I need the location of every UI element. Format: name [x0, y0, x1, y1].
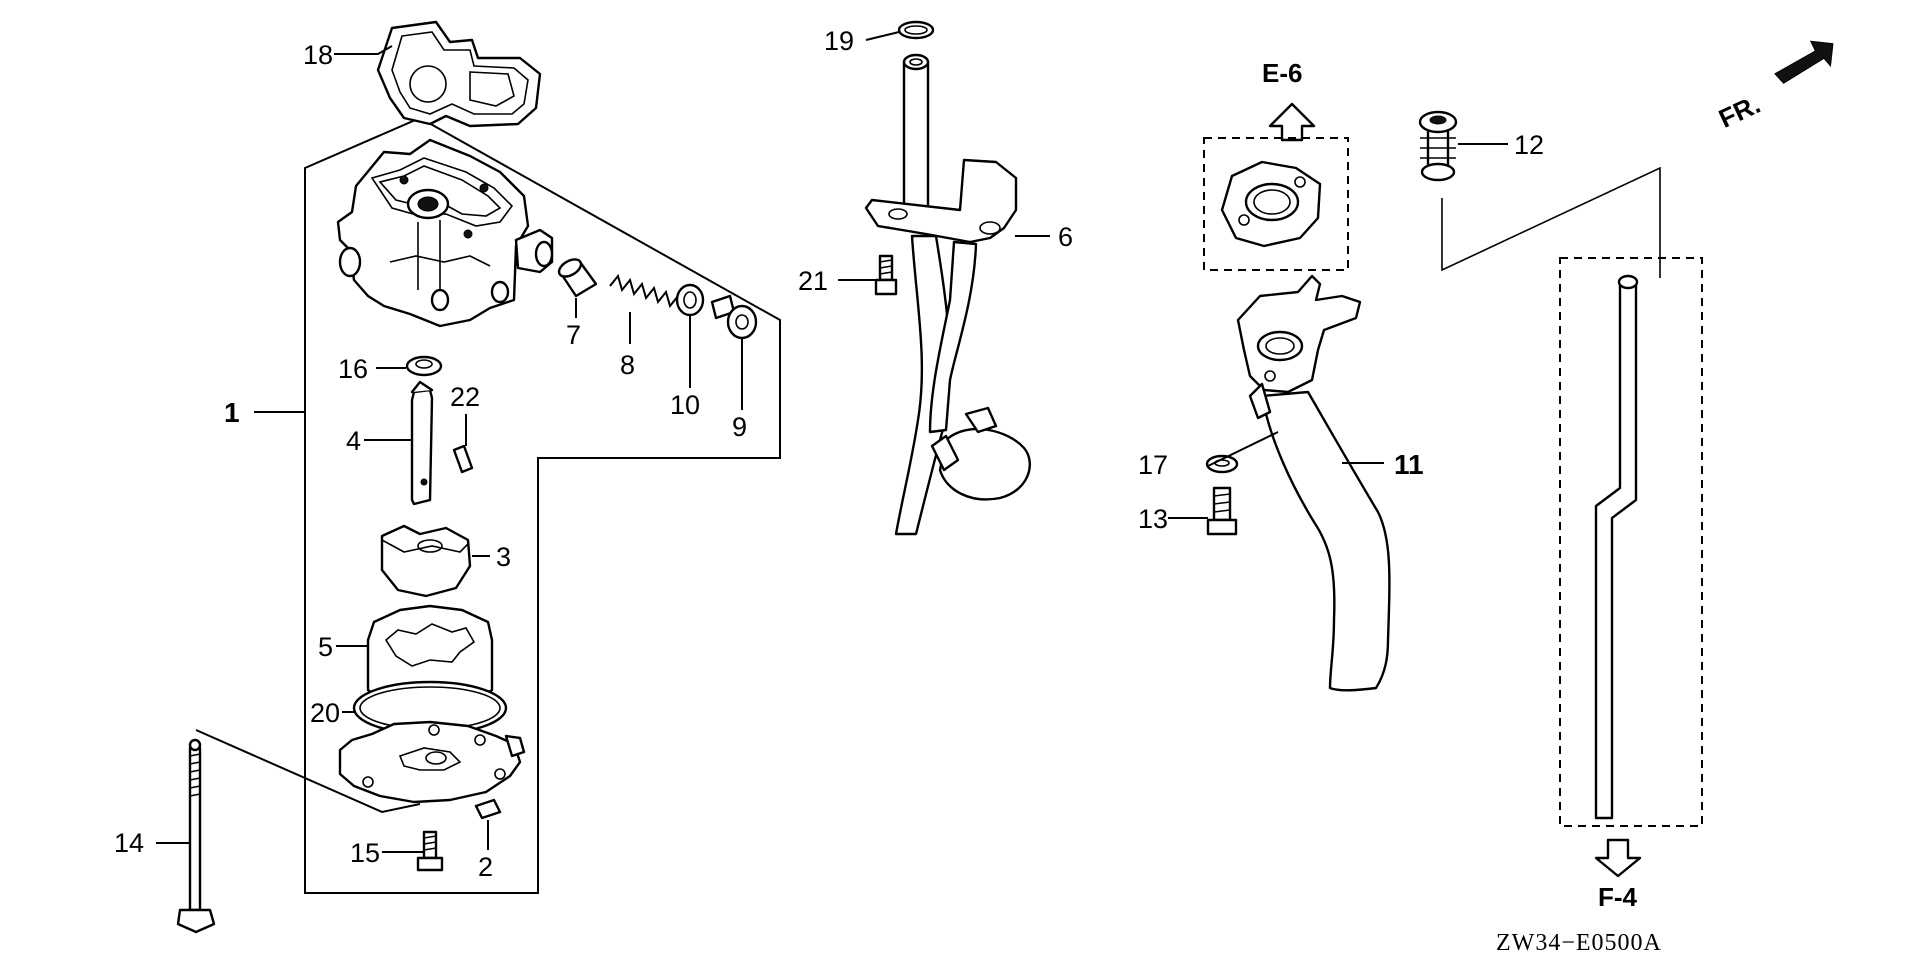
leader-lines-right-middle: [1168, 431, 1384, 519]
oil-pump-assembly-outline: [304, 116, 781, 894]
relief-valve-part-7: [557, 258, 598, 298]
bolt-part-15: [416, 830, 444, 872]
grommet-part-12: [1418, 110, 1458, 182]
callout-22: 22: [450, 382, 480, 412]
o-ring-part-20: [352, 680, 508, 736]
callout-11: 11: [1394, 449, 1424, 480]
callout-1: 1: [224, 397, 240, 428]
callout-2: 2: [478, 852, 493, 882]
leader-lines-middle: [838, 31, 1050, 281]
callout-16: 16: [338, 354, 368, 384]
inner-rotor-part-3: [380, 524, 472, 598]
leader-lines-left: [156, 45, 743, 853]
callout-18: 18: [303, 40, 333, 70]
oil-pipe-part-11: [1236, 274, 1391, 692]
callout-21: 21: [798, 266, 828, 296]
drawing-code: ZW34−E0500A: [1496, 930, 1662, 956]
front-label: FR.: [1714, 89, 1765, 134]
gasket-part-18: [376, 20, 542, 128]
callout-10: 10: [670, 390, 700, 420]
callout-20: 20: [310, 698, 340, 728]
washer-part-16: [405, 355, 443, 377]
ref-f4-arrow: [1594, 838, 1642, 878]
callout-3: 3: [496, 542, 511, 572]
washer-part-10: [675, 283, 705, 317]
oil-strainer-part-6: [864, 53, 1031, 536]
callout-19: 19: [824, 26, 854, 56]
bolt-part-13: [1206, 486, 1238, 536]
leader-lines-right: [1441, 143, 1661, 278]
o-ring-part-19: [897, 20, 935, 40]
pin-part-22: [452, 444, 474, 474]
callout-14: 14: [114, 828, 144, 858]
pump-body: [336, 138, 554, 328]
plug-bolt-part-9: [710, 294, 758, 340]
callout-5: 5: [318, 632, 333, 662]
ref-e6-box: [1203, 137, 1349, 271]
callout-12: 12: [1514, 130, 1544, 160]
callout-8: 8: [620, 350, 635, 380]
shaft-part-4: [410, 380, 434, 506]
front-arrow: [1774, 40, 1834, 84]
callout-13: 13: [1138, 504, 1168, 534]
callout-7: 7: [566, 320, 581, 350]
bolt-part-21: [874, 254, 898, 296]
callout-6: 6: [1058, 222, 1073, 252]
pump-cover-part-2: [338, 720, 526, 820]
ref-f4-box: [1559, 257, 1703, 827]
callout-15: 15: [350, 838, 380, 868]
ref-f4-label: F-4: [1598, 882, 1638, 912]
callout-9: 9: [732, 412, 747, 442]
outer-rotor-part-5: [366, 604, 494, 710]
long-bolt-part-14: [176, 738, 216, 934]
ref-e6-label: E-6: [1262, 58, 1302, 88]
ref-e6-arrow: [1268, 102, 1316, 142]
callout-4: 4: [346, 426, 361, 456]
callout-17: 17: [1138, 450, 1168, 480]
